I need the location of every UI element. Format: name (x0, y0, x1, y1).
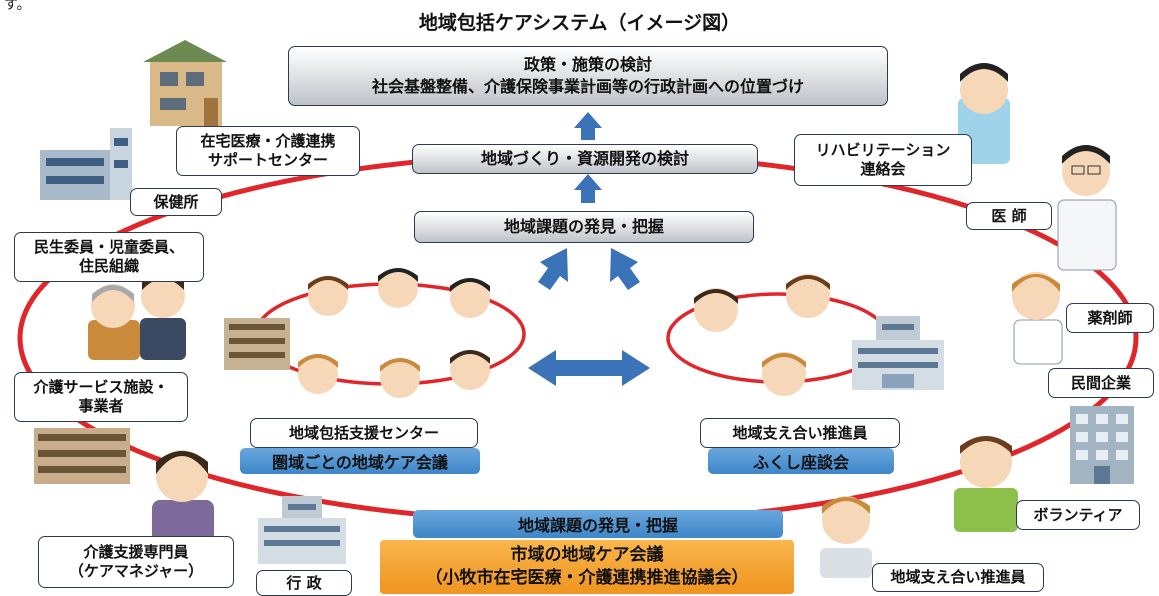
issue-discovery-top-label: 地域課題の発見・把握 (503, 217, 664, 237)
left-ring-face-5-icon (380, 358, 420, 398)
welfare-commissioners-line-2: 住民組織 (78, 257, 139, 275)
office-building-right-ring-icon (852, 316, 944, 390)
issue-discovery-bottom-box: 地域課題の発見・把握 (413, 510, 783, 538)
left-ring-face-4-icon (298, 354, 338, 394)
support-promoter-text: 地域支え合い推進員 (890, 568, 1026, 587)
care-facility-label: 介護サービス施設・ 事業者 (14, 372, 188, 422)
volunteer-face-icon (954, 436, 1018, 532)
city-care-meeting-line-2: （小牧市在宅医療・介護連携推進協議会） (425, 568, 749, 588)
left-ring-face-6-icon (450, 350, 490, 390)
welfare-commissioners-label: 民生委員・児童委員、 住民組織 (14, 232, 204, 282)
up-arrow-middle (574, 174, 602, 203)
issue-discovery-bottom-label: 地域課題の発見・把握 (517, 516, 678, 535)
rehabilitation-council-line-2: 連絡会 (860, 160, 906, 178)
right-ring-face-2-icon (786, 274, 830, 318)
support-promoter-group-text: 地域支え合い推進員 (732, 423, 868, 442)
care-manager-line-1: 介護支援専門員 (83, 543, 189, 562)
community-center-text: 地域包括支援センター (288, 423, 439, 442)
elderly-couple-face-icon (88, 274, 186, 360)
area-care-meeting-text: 圏域ごとの地域ケア会議 (272, 453, 448, 472)
care-facility-line-1: 介護サービス施設・ (33, 378, 169, 397)
left-ring-face-3-icon (450, 278, 490, 318)
care-manager-label: 介護支援専門員 （ケアマネジャー） (38, 536, 234, 588)
policy-box: 政策・施策の検討 社会基盤整備、介護保険事業計画等の行政計画への位置づけ (288, 46, 888, 106)
right-ring-face-1-icon (694, 288, 738, 332)
policy-line-2: 社会基盤整備、介護保険事業計画等の行政計画への位置づけ (371, 77, 804, 96)
volunteer-label: ボランティア (1016, 500, 1140, 530)
community-development-box: 地域づくり・資源開発の検討 (412, 144, 758, 174)
private-company-label: 民間企業 (1048, 368, 1154, 398)
city-care-meeting-line-1: 市域の地域ケア会議 (510, 545, 664, 566)
pharmacist-label: 薬剤師 (1066, 303, 1154, 333)
city-care-meeting-box: 市域の地域ケア会議 （小牧市在宅医療・介護連携推進協議会） (380, 540, 794, 594)
support-promoter-group-label: 地域支え合い推進員 (700, 418, 900, 448)
double-arrow (528, 350, 650, 386)
home-care-support-center-label: 在宅医療・介護連携 サポートセンター (176, 126, 360, 176)
doctor-face-icon (1057, 145, 1117, 271)
left-ring-face-1-icon (308, 276, 348, 316)
support-promoter-face-icon (820, 496, 872, 578)
small-building-left-ring-icon (224, 318, 290, 370)
health-center-building-icon (40, 128, 132, 200)
diagram-title: 地域包括ケアシステム（イメージ図） (418, 12, 741, 34)
pharmacist-text: 薬剤師 (1087, 308, 1133, 327)
rehabilitation-council-line-1: リハビリテーション (815, 141, 951, 160)
person-face-icons (88, 63, 1117, 578)
government-label: 行 政 (256, 570, 352, 596)
home-care-support-center-line-1: 在宅医療・介護連携 (200, 132, 336, 151)
care-facility-line-2: 事業者 (78, 397, 124, 415)
welfare-roundtable-text: ふくし座談会 (752, 453, 849, 472)
health-center-text: 保健所 (153, 192, 199, 211)
care-manager-line-2: （ケアマネジャー） (68, 562, 204, 580)
support-promoter-label: 地域支え合い推進員 (872, 563, 1044, 592)
pharmacist-face-icon (1012, 272, 1063, 365)
government-text: 行 政 (286, 573, 322, 592)
company-building-icon (1070, 406, 1134, 484)
private-company-text: 民間企業 (1070, 373, 1131, 392)
top-text-fragment: す。 (4, 0, 31, 13)
policy-line-1: 政策・施策の検討 (523, 55, 652, 75)
welfare-roundtable-box: ふくし座談会 (708, 448, 894, 474)
government-building-icon (258, 496, 346, 564)
left-ring-face-2-icon (378, 268, 418, 308)
up-arrow-right-diagonal (610, 248, 640, 290)
volunteer-text: ボランティア (1033, 505, 1123, 524)
community-center-label: 地域包括支援センター (250, 418, 478, 448)
rehabilitation-council-label: リハビリテーション 連絡会 (794, 134, 972, 186)
community-development-label: 地域づくり・資源開発の検討 (480, 149, 689, 169)
issue-discovery-top-box: 地域課題の発見・把握 (414, 211, 754, 243)
care-facility-building-icon (34, 428, 130, 484)
house-icon (143, 40, 227, 126)
up-arrow-left-diagonal (538, 248, 568, 290)
area-care-meeting-box: 圏域ごとの地域ケア会議 (240, 448, 480, 474)
right-ring-face-3-icon (762, 352, 806, 396)
home-care-support-center-line-2: サポートセンター (207, 151, 328, 169)
health-center-label: 保健所 (130, 188, 222, 216)
welfare-commissioners-line-1: 民生委員・児童委員、 (33, 238, 184, 257)
up-arrow-top (574, 112, 602, 140)
doctor-label: 医 師 (966, 202, 1052, 230)
doctor-text: 医 師 (991, 206, 1027, 225)
